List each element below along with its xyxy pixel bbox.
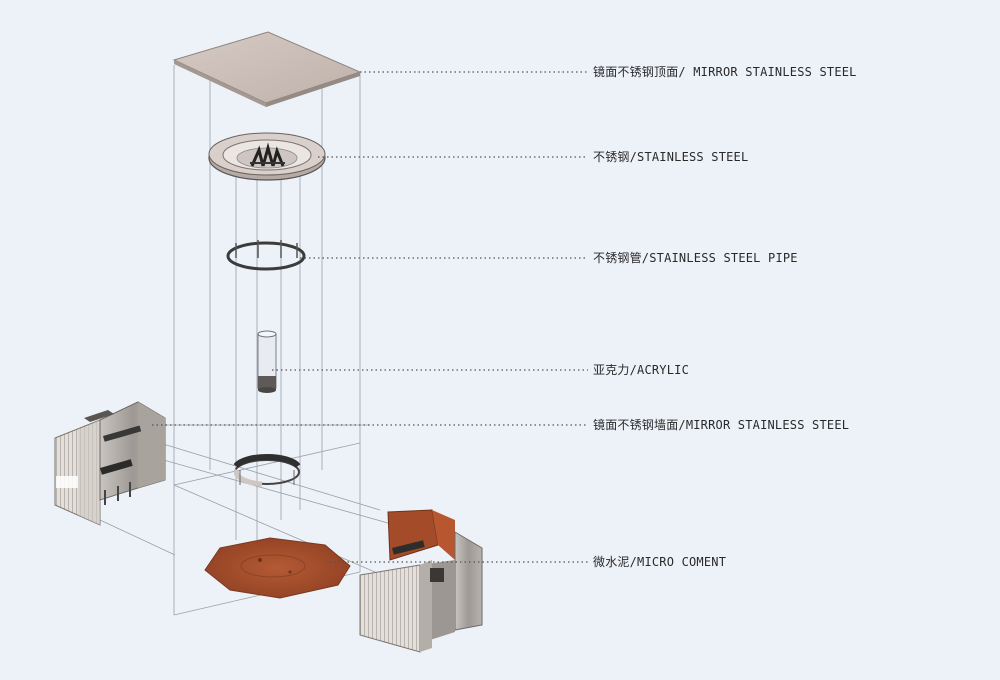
left-wall-assembly bbox=[54, 401, 166, 526]
micro-cement-floor bbox=[204, 537, 351, 599]
label-stainless-steel-pipe: 不锈钢管/STAINLESS STEEL PIPE bbox=[593, 251, 798, 265]
label-micro-cement: 微水泥/MICRO COMENT bbox=[593, 555, 727, 569]
label-ceiling: 镜面不锈钢顶面/ MIRROR STAINLESS STEEL bbox=[593, 65, 857, 79]
right-wall-assembly bbox=[359, 509, 483, 653]
acrylic-tube bbox=[257, 330, 277, 393]
label-stainless-steel: 不锈钢/STAINLESS STEEL bbox=[593, 150, 749, 164]
label-mirror-wall: 镜面不锈钢墙面/MIRROR STAINLESS STEEL bbox=[593, 418, 850, 432]
stainless-steel-pipe-ring bbox=[226, 240, 306, 271]
stainless-steel-fixture bbox=[208, 132, 326, 181]
leader-lines bbox=[152, 71, 588, 563]
label-acrylic: 亚克力/ACRYLIC bbox=[593, 363, 689, 377]
ring-base bbox=[233, 453, 301, 487]
mirror-stainless-steel-ceiling bbox=[172, 31, 362, 107]
